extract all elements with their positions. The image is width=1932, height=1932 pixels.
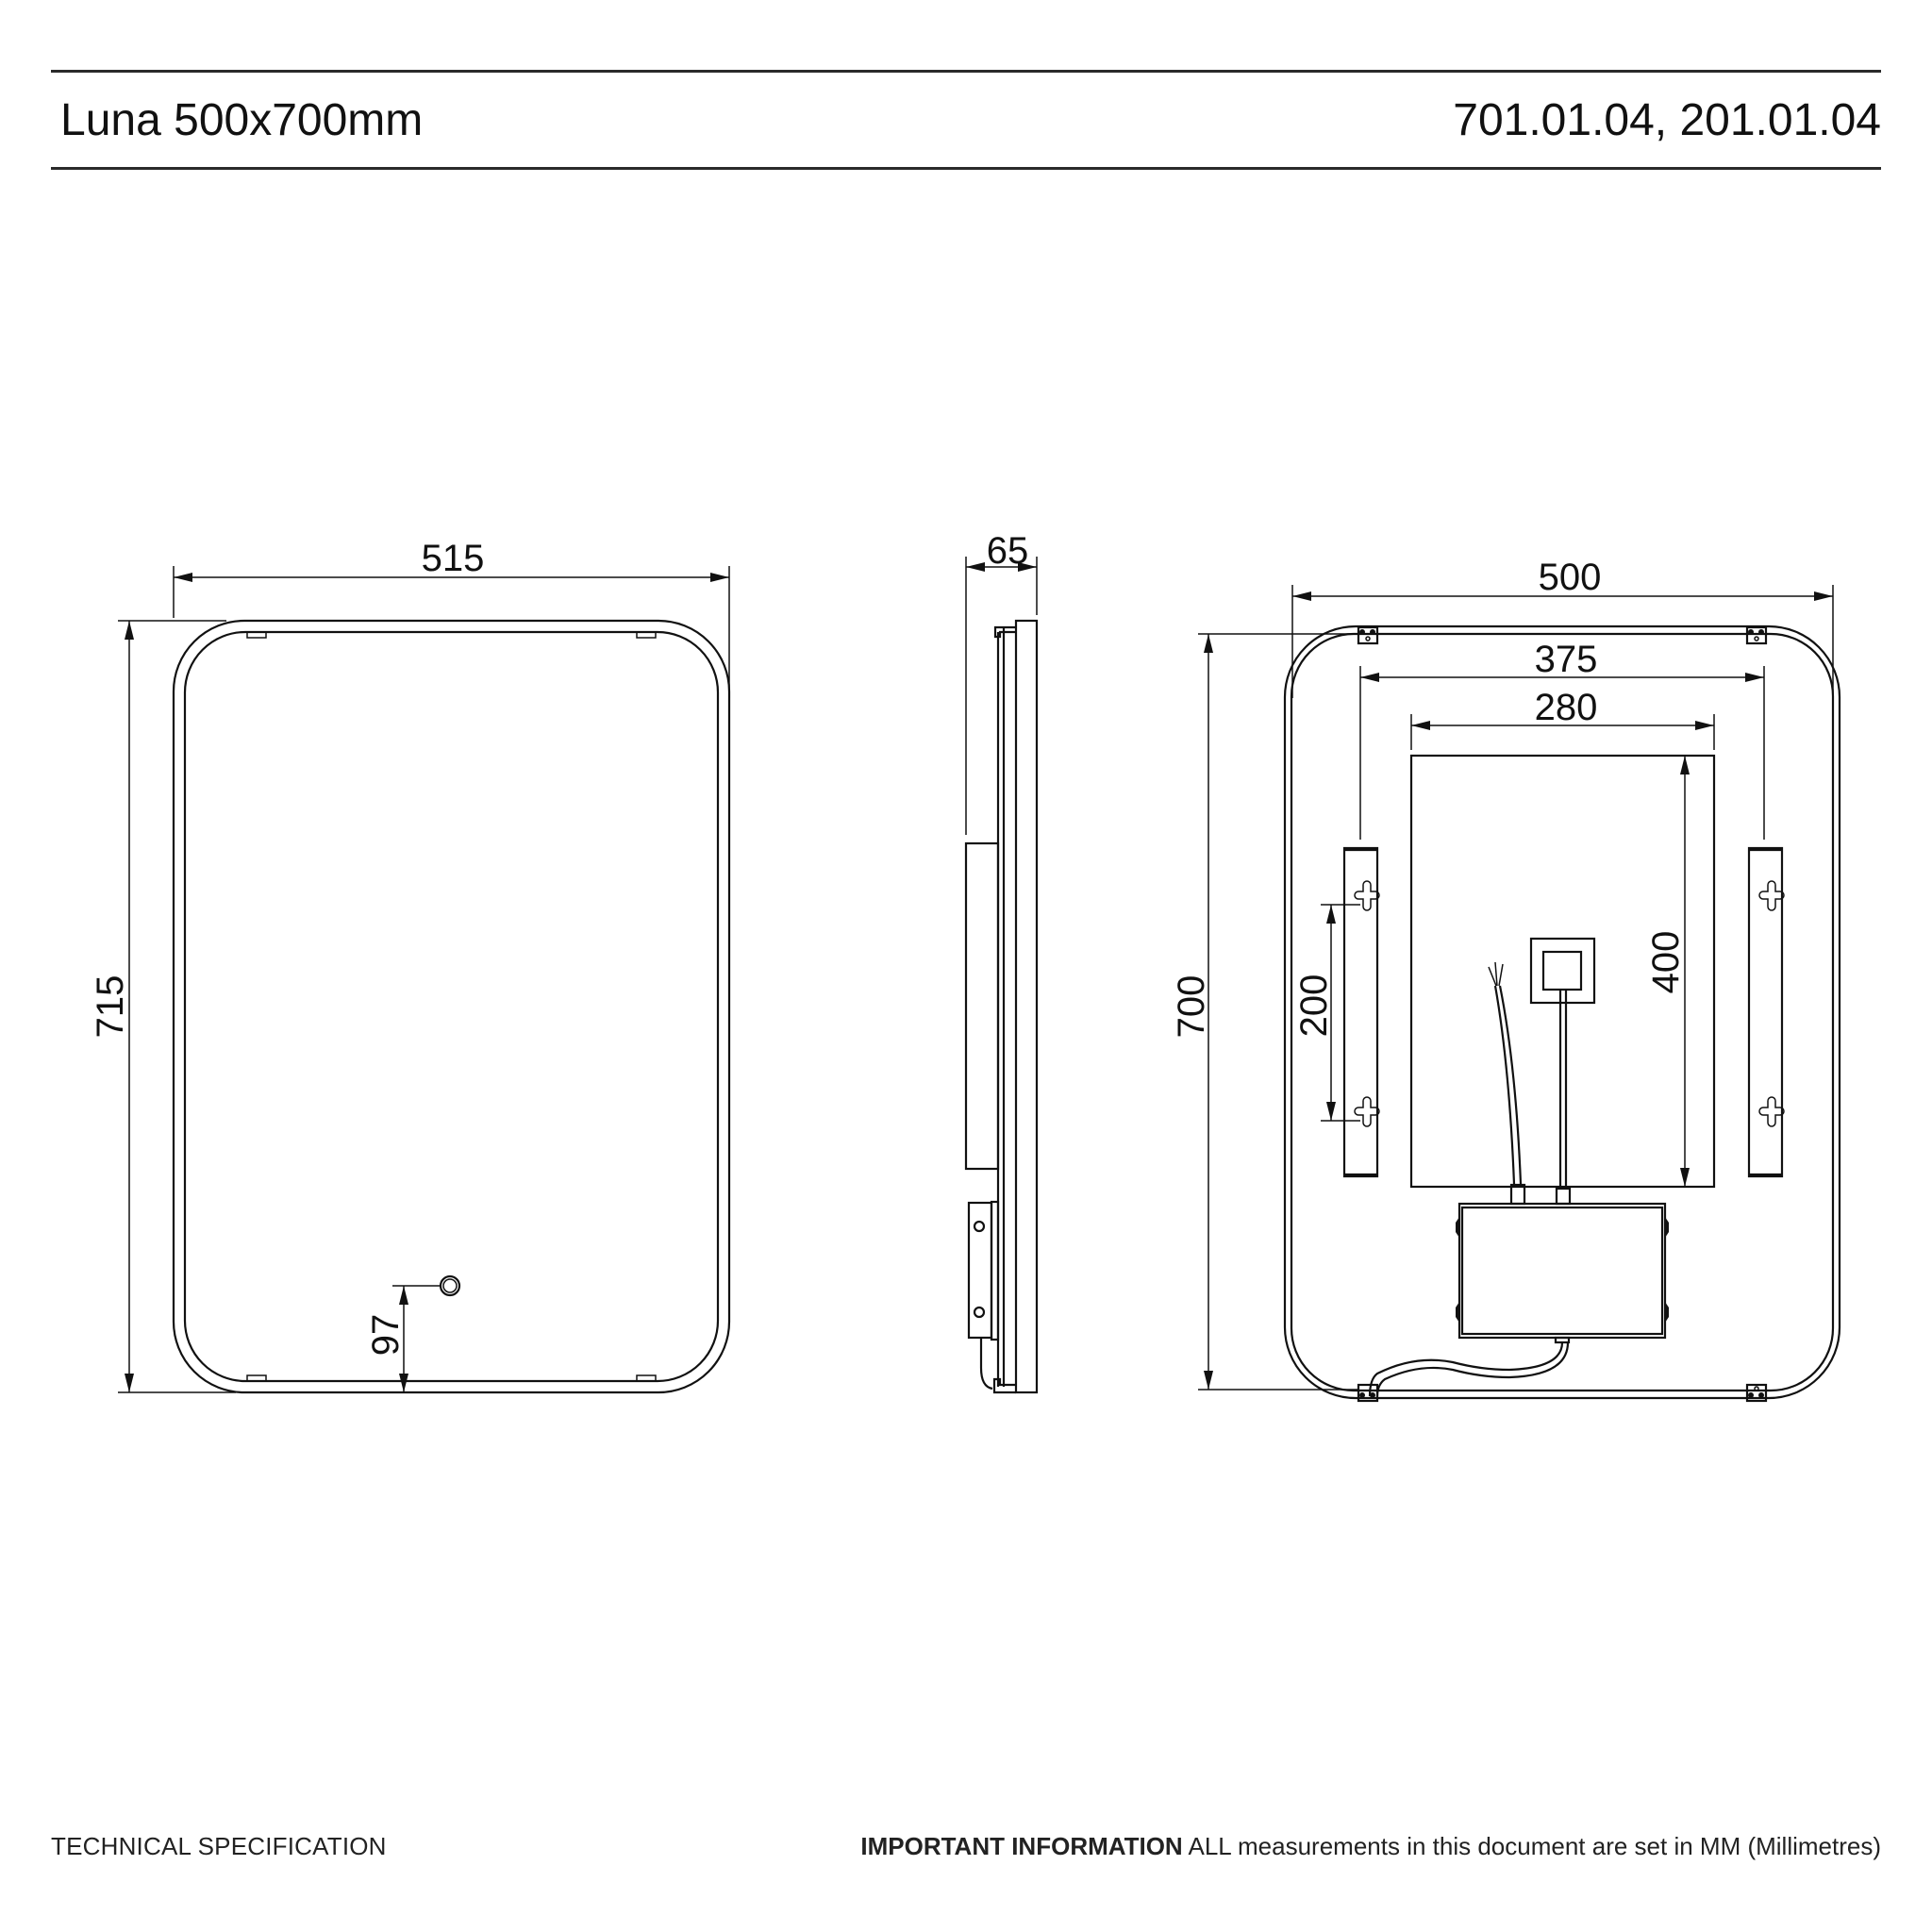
corner-bracket xyxy=(1745,625,1768,645)
footer-technical-spec: TECHNICAL SPECIFICATION xyxy=(51,1832,387,1860)
power-supply-box xyxy=(1457,1202,1667,1340)
back-panel xyxy=(1409,754,1716,1189)
right-mounting-rail xyxy=(1747,846,1784,1178)
sensor-module xyxy=(1529,937,1596,1005)
back-width-dimension: 500 xyxy=(1539,557,1602,598)
keyhole-icon xyxy=(1758,1096,1785,1127)
front-frame-outer xyxy=(172,619,731,1394)
footer-notice: IMPORTANT INFORMATION ALL measurements i… xyxy=(860,1832,1881,1861)
product-codes: 701.01.04, 201.01.04 xyxy=(1453,95,1881,145)
front-width-dimension: 515 xyxy=(422,538,485,579)
back-view: 500 700 375 280 400 xyxy=(1171,557,1841,1403)
bracket-spacing-dimension: 375 xyxy=(1535,639,1598,680)
front-tab xyxy=(246,1374,267,1382)
supply-wire xyxy=(1493,985,1516,1185)
keyhole-icon xyxy=(1758,880,1785,911)
depth-dimension: 65 xyxy=(987,530,1029,572)
keyhole-icon xyxy=(1354,1096,1380,1127)
panel-height-dimension: 400 xyxy=(1645,931,1687,994)
front-view: 515 715 97 xyxy=(90,538,731,1394)
hole-spacing-dimension: 200 xyxy=(1293,974,1335,1038)
page-title: Luna 500x700mm xyxy=(60,95,424,145)
corner-bracket xyxy=(1357,625,1379,645)
header-bottom-rule xyxy=(51,167,1881,170)
back-frame-inner xyxy=(1290,632,1835,1392)
front-height-dimension: 715 xyxy=(90,975,131,1039)
led-cable xyxy=(1368,1341,1564,1397)
screw-icon xyxy=(973,1220,986,1233)
front-tab xyxy=(636,631,657,639)
notice-heading: IMPORTANT INFORMATION xyxy=(860,1832,1183,1860)
left-mounting-rail xyxy=(1342,846,1379,1178)
side-led-box xyxy=(964,841,1000,1171)
front-tab xyxy=(246,631,267,639)
side-view: 65 xyxy=(964,530,1039,1394)
panel-width-dimension: 280 xyxy=(1535,687,1598,728)
notice-text: ALL measurements in this document are se… xyxy=(1182,1832,1881,1860)
corner-bracket xyxy=(1745,1383,1768,1403)
back-height-dimension: 700 xyxy=(1171,975,1212,1039)
front-tab xyxy=(636,1374,657,1382)
back-frame-outer xyxy=(1283,625,1841,1400)
front-frame-inner xyxy=(183,630,720,1383)
screw-icon xyxy=(973,1306,986,1319)
header-top-rule xyxy=(51,70,1881,73)
keyhole-icon xyxy=(1354,880,1380,911)
sensor-offset-dimension: 97 xyxy=(365,1314,407,1357)
